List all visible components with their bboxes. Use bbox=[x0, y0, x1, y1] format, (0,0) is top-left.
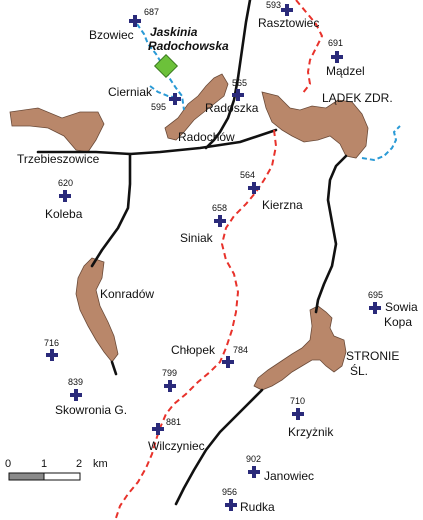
blue-border-east bbox=[361, 125, 401, 162]
cave-label-line1: Jaskinia bbox=[150, 25, 198, 39]
scale-bar-segment-dark bbox=[8, 472, 45, 481]
scale-label-1: 1 bbox=[41, 458, 48, 470]
town-areas bbox=[9, 73, 369, 391]
cave-label-line2: Radochowska bbox=[148, 39, 229, 53]
peak-icon-rasztowiec bbox=[281, 4, 293, 16]
peak-icon-cierniak bbox=[169, 93, 181, 105]
elev-radoszka: 565 bbox=[232, 78, 248, 88]
peak-icon-kierzna bbox=[248, 182, 260, 194]
elev-rudka: 956 bbox=[222, 487, 238, 497]
town-trzebieszowice bbox=[9, 107, 105, 153]
red-border-north bbox=[295, 0, 324, 95]
place-label-stronie: STRONIE bbox=[346, 349, 400, 363]
road-konradow bbox=[90, 152, 132, 268]
place-label-rasztowiec: Rasztowiec bbox=[258, 16, 320, 30]
scale-label-0: 0 bbox=[5, 458, 12, 470]
place-label-konradow: Konradów bbox=[100, 287, 155, 301]
town-ladek bbox=[261, 91, 369, 159]
peak-icon-wilczyniec bbox=[152, 423, 164, 435]
road-stronie-north bbox=[314, 154, 348, 314]
place-label-wilczyniec: Wilczyniec bbox=[148, 439, 205, 453]
peak-icon-rudka bbox=[225, 499, 237, 511]
place-label-cierniak: Cierniak bbox=[108, 85, 153, 99]
elev-siniak: 658 bbox=[212, 203, 228, 213]
elev-716: 716 bbox=[44, 338, 60, 348]
elev-madzel: 691 bbox=[328, 38, 344, 48]
roads bbox=[36, 0, 348, 506]
elev-bzowiec: 687 bbox=[144, 7, 160, 17]
peak-icon-koleba bbox=[59, 190, 71, 202]
elev-kierzna: 564 bbox=[240, 170, 256, 180]
place-label-trzebieszowice: Trzebieszowice bbox=[17, 152, 100, 166]
peak-icon-siniak bbox=[214, 215, 226, 227]
elev-janowiec: 902 bbox=[246, 454, 262, 464]
place-label-ladek: LĄDEK ZDR. bbox=[322, 91, 393, 105]
place-label-skowronia: Skowronia G. bbox=[55, 403, 128, 417]
place-label-sl: ŚL. bbox=[350, 364, 369, 378]
town-stronie bbox=[253, 305, 347, 391]
cave-marker-icon bbox=[153, 53, 179, 79]
peak-icon-716 bbox=[46, 349, 58, 361]
scale-bar bbox=[8, 472, 81, 481]
place-label-koleba: Koleba bbox=[45, 207, 83, 221]
place-label-bzowiec: Bzowiec bbox=[89, 28, 134, 42]
town-konradow bbox=[75, 257, 119, 363]
peak-icon-krzyznik bbox=[292, 408, 304, 420]
peak-icon-chlopek bbox=[222, 356, 234, 368]
elev-sowia-kopa: 695 bbox=[368, 290, 384, 300]
elev-skowronia: 839 bbox=[68, 377, 84, 387]
place-label-janowiec: Janowiec bbox=[264, 469, 315, 483]
scale-label-2: 2 bbox=[76, 458, 83, 470]
peak-icon-skowronia bbox=[70, 389, 82, 401]
scale-label-unit: km bbox=[93, 458, 108, 470]
elev-cierniak: 595 bbox=[151, 102, 167, 112]
place-label-kierzna: Kierzna bbox=[262, 198, 303, 212]
road-konradow-south bbox=[110, 360, 118, 376]
road-north bbox=[204, 0, 252, 150]
place-label-sowia: Sowia bbox=[385, 300, 418, 314]
blue-border-cave bbox=[136, 23, 185, 111]
peak-icon-madzel bbox=[331, 51, 343, 63]
place-label-radoszka: Radoszka bbox=[205, 101, 259, 115]
place-label-radochow: Radochów bbox=[178, 130, 235, 144]
road-main-east-west bbox=[36, 128, 278, 156]
elev-chlopek: 784 bbox=[233, 345, 249, 355]
peak-icon-sowia-kopa bbox=[369, 302, 381, 314]
town-radoszka bbox=[164, 73, 229, 141]
peak-icon-janowiec bbox=[248, 466, 260, 478]
elev-799: 799 bbox=[162, 368, 178, 378]
road-stronie-south bbox=[174, 388, 264, 506]
place-label-krzyznik: Krzyżnik bbox=[288, 425, 334, 439]
elev-rasztowiec: 593 bbox=[266, 0, 282, 10]
elev-krzyznik: 710 bbox=[290, 396, 306, 406]
peak-icon-bzowiec bbox=[129, 15, 141, 27]
red-border bbox=[115, 0, 324, 519]
elev-wilczyniec: 881 bbox=[166, 417, 182, 427]
place-label-siniak: Siniak bbox=[180, 231, 213, 245]
place-label-rudka: Rudka bbox=[240, 500, 275, 514]
place-label-madzel: Mądzel bbox=[326, 64, 365, 78]
peak-icon-799 bbox=[164, 380, 176, 392]
elev-koleba: 620 bbox=[58, 178, 74, 188]
place-label-kopa: Kopa bbox=[384, 315, 413, 329]
peak-icon-radoszka bbox=[232, 89, 244, 101]
place-label-chlopek: Chłopek bbox=[171, 343, 216, 357]
